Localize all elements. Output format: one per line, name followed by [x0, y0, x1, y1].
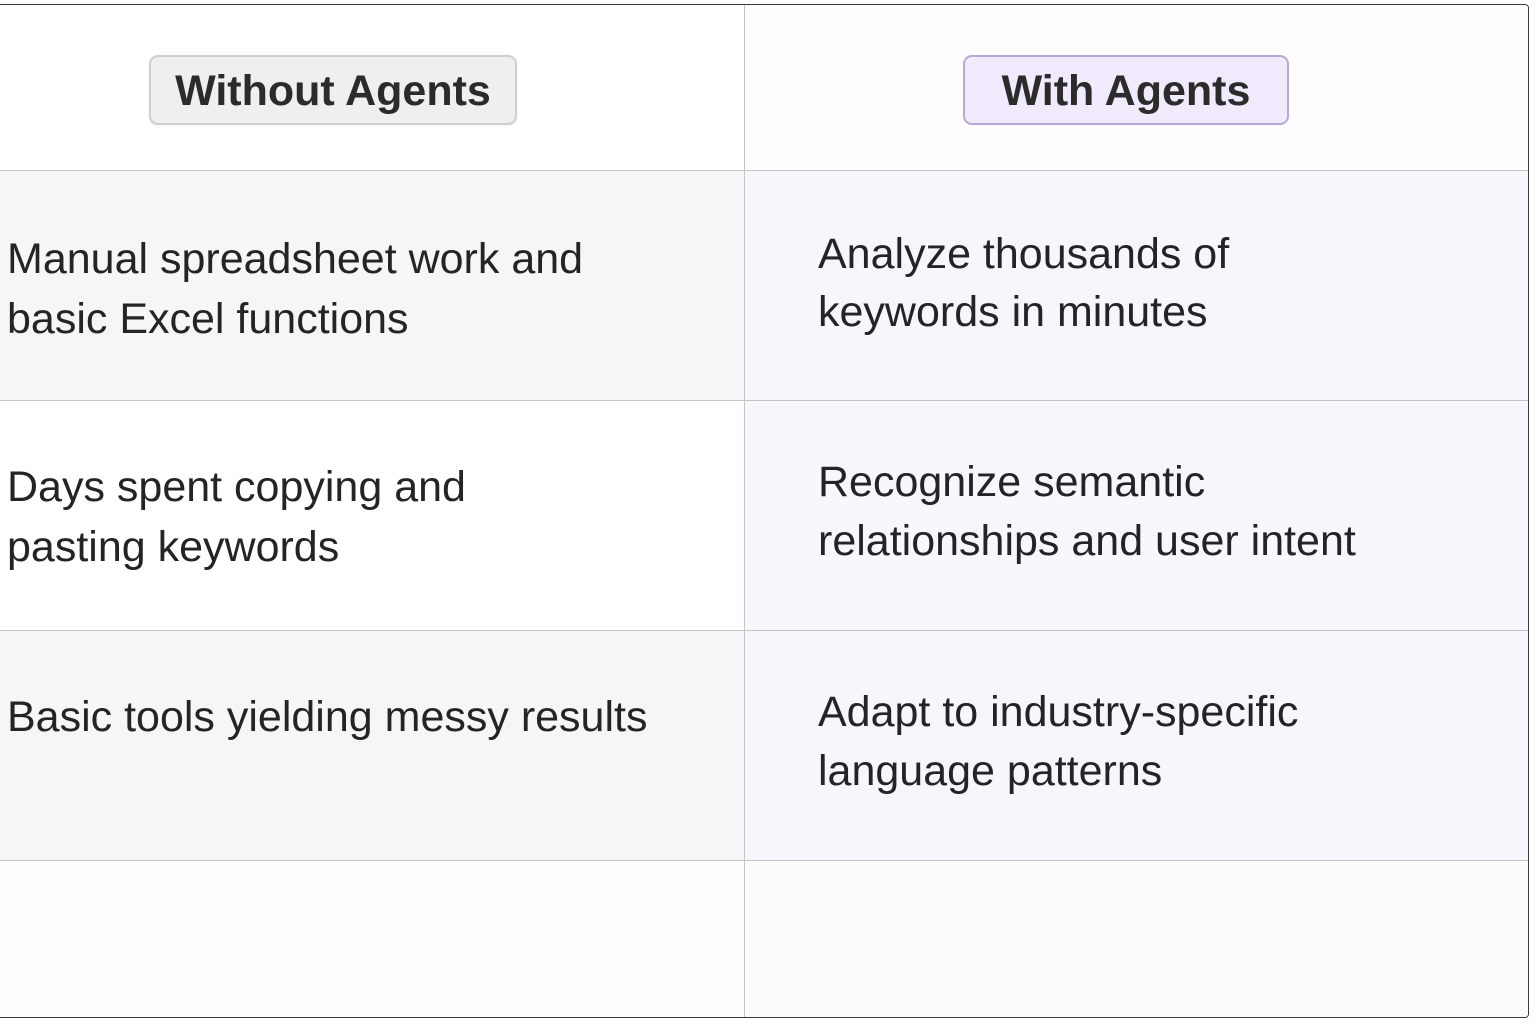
cell-line: Recognize semantic [818, 458, 1206, 506]
comparison-table: Without Agents With Agents Manual spread… [0, 4, 1529, 1018]
table-row-3-without: Basic tools yielding messy results [0, 631, 745, 861]
cell-line: pasting keywords [7, 523, 340, 571]
cell-text: Days spent copying and pasting keywords [7, 457, 466, 577]
table-row-3-with: Adapt to industry-specific language patt… [745, 631, 1528, 861]
cell-line: Days spent copying and [7, 463, 466, 511]
cell-text: Recognize semantic relationships and use… [818, 453, 1356, 571]
header-cell-without: Without Agents [0, 5, 745, 171]
table-row-2-with: Recognize semantic relationships and use… [745, 401, 1528, 631]
cell-text: Manual spreadsheet work and basic Excel … [7, 229, 583, 349]
table-row-2-without: Days spent copying and pasting keywords [0, 401, 745, 631]
cell-line: Analyze thousands of [818, 230, 1230, 278]
with-agents-badge: With Agents [963, 55, 1289, 125]
cell-line: basic Excel functions [7, 295, 409, 343]
table-row-1-with: Analyze thousands of keywords in minutes [745, 171, 1528, 401]
cell-line: Adapt to industry-specific [818, 688, 1299, 736]
table-row-4-with [745, 861, 1528, 1017]
cell-line: language patterns [818, 747, 1163, 795]
cell-line: Manual spreadsheet work and [7, 235, 584, 283]
without-agents-badge: Without Agents [149, 55, 517, 125]
cell-line: keywords in minutes [818, 288, 1208, 336]
cell-line: Basic tools yielding messy results [7, 693, 648, 741]
comparison-grid: Without Agents With Agents Manual spread… [0, 5, 1528, 1017]
cell-text: Basic tools yielding messy results [7, 687, 647, 747]
table-row-4-without [0, 861, 745, 1017]
cell-line: relationships and user intent [818, 517, 1356, 565]
header-cell-with: With Agents [745, 5, 1528, 171]
table-row-1-without: Manual spreadsheet work and basic Excel … [0, 171, 745, 401]
cell-text: Adapt to industry-specific language patt… [818, 683, 1298, 801]
cell-text: Analyze thousands of keywords in minutes [818, 225, 1229, 341]
